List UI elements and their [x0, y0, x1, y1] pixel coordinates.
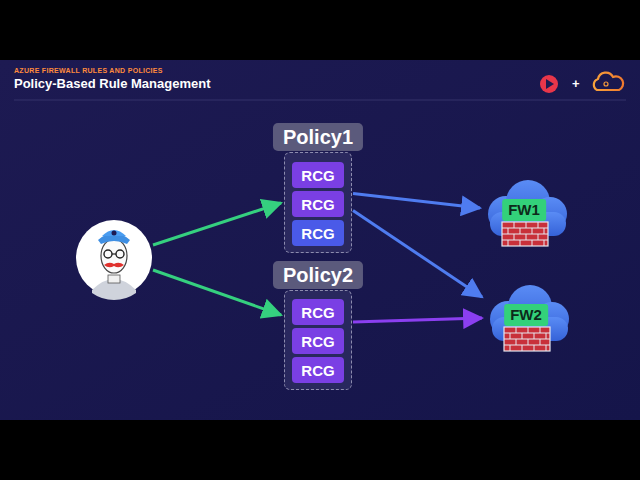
rcg-label: RCG: [301, 304, 334, 321]
divider-line: [14, 100, 626, 101]
firewall-node: FW1: [478, 178, 570, 248]
rule-collection-group: RCG: [292, 220, 344, 246]
policy-group: Policy2RCGRCGRCG: [284, 290, 352, 390]
policy-assignment-arrow: [353, 318, 482, 322]
rcg-label: RCG: [301, 362, 334, 379]
plus-sign: +: [572, 76, 580, 91]
rule-collection-group: RCG: [292, 328, 344, 354]
rcg-label: RCG: [301, 196, 334, 213]
logo-icons: [540, 73, 623, 93]
rule-collection-group: RCG: [292, 162, 344, 188]
firewall-node: FW2: [480, 283, 572, 353]
rcg-label: RCG: [301, 333, 334, 350]
policy-assignment-arrow: [353, 193, 480, 208]
policy-group: Policy1RCGRCGRCG: [284, 152, 352, 253]
policy-assignment-arrow: [353, 211, 482, 297]
rcg-label: RCG: [301, 167, 334, 184]
policy-heading: Policy1: [273, 123, 363, 151]
access-arrow: [153, 203, 281, 245]
slide-ground: [0, 60, 640, 420]
section-kicker: AZURE FIREWALL RULES AND POLICIES: [14, 67, 163, 74]
policy-heading: Policy2: [273, 261, 363, 289]
firewall-label: FW2: [504, 304, 548, 326]
slide-title: Policy-Based Rule Management: [14, 76, 211, 91]
rule-collection-group: RCG: [292, 357, 344, 383]
access-arrow: [153, 270, 281, 315]
rcg-label: RCG: [301, 225, 334, 242]
firewall-label: FW1: [502, 199, 546, 221]
rule-collection-group: RCG: [292, 191, 344, 217]
rule-collection-group: RCG: [292, 299, 344, 325]
user-avatar: [76, 220, 152, 300]
